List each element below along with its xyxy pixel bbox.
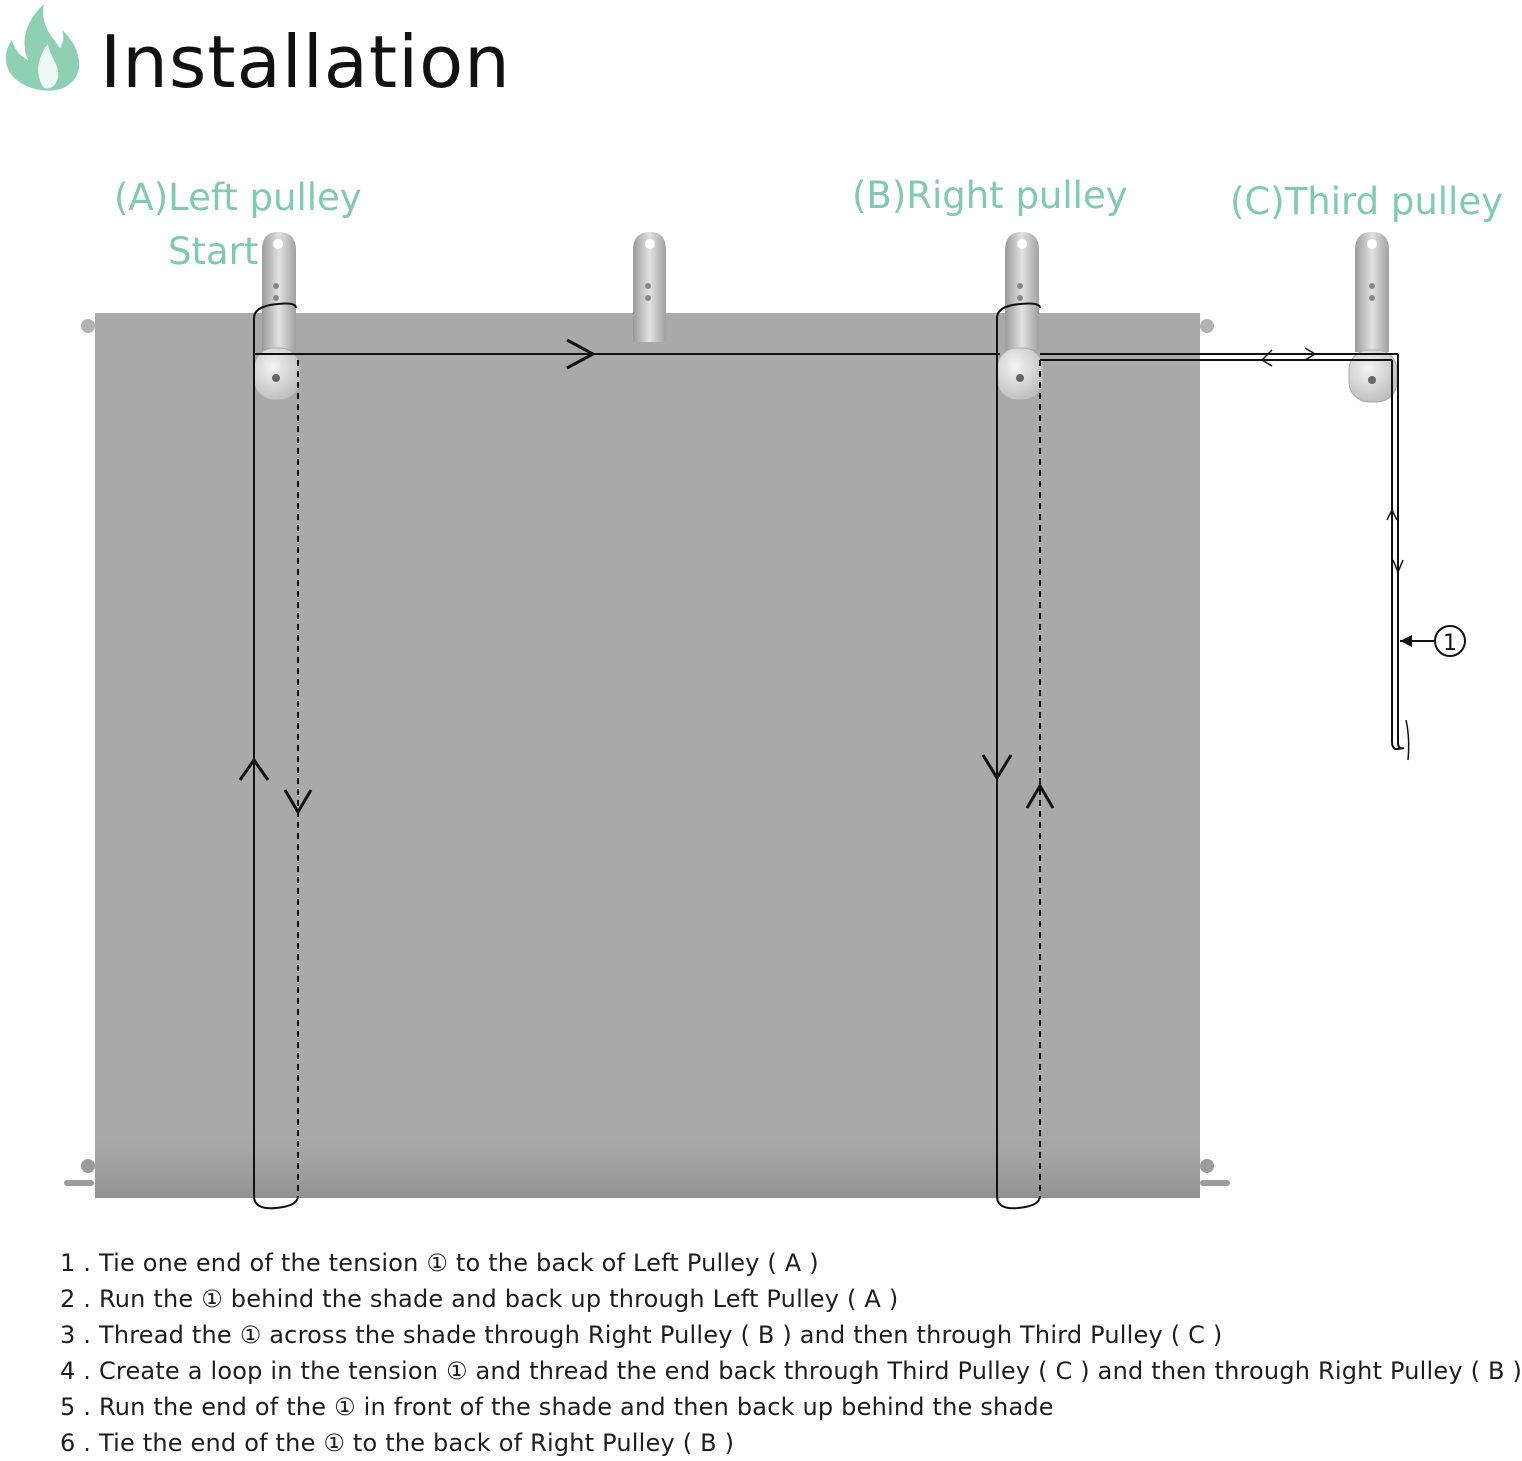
instruction-steps: 1 . Tie one end of the tension ① to the … (60, 1245, 1522, 1461)
start-label: Start (168, 230, 259, 273)
left-pulley-label: (A)Left pulley (114, 176, 362, 219)
step-5: 5 . Run the end of the ① in front of the… (60, 1393, 1054, 1421)
svg-text:1: 1 (1443, 631, 1457, 656)
right-pulley-bracket-icon (996, 232, 1044, 401)
left-pulley-bracket-icon (253, 232, 301, 401)
roman-shade (64, 313, 1230, 1198)
tension-cord (253, 302, 1410, 1210)
page-title: Installation (100, 20, 511, 104)
step-1: 1 . Tie one end of the tension ① to the … (60, 1249, 819, 1277)
header: Installation (0, 0, 700, 110)
leaf-flame-logo-icon (5, 4, 80, 91)
step-3: 3 . Thread the ① across the shade throug… (60, 1321, 1223, 1349)
cord-number-badge (1434, 625, 1466, 657)
cord-pointer: 1 (1400, 625, 1466, 657)
middle-bracket-icon (633, 232, 666, 342)
third-pulley-bracket-icon (1348, 232, 1398, 403)
right-pulley-label: (B)Right pulley (852, 174, 1128, 217)
installation-diagram: 1 (64, 232, 1466, 1210)
third-pulley-label: (C)Third pulley (1230, 180, 1504, 223)
step-4: 4 . Create a loop in the tension ① and t… (60, 1357, 1522, 1385)
direction-arrows (238, 338, 1404, 815)
step-6: 6 . Tie the end of the ① to the back of … (60, 1429, 735, 1457)
step-2: 2 . Run the ① behind the shade and back … (60, 1285, 899, 1313)
